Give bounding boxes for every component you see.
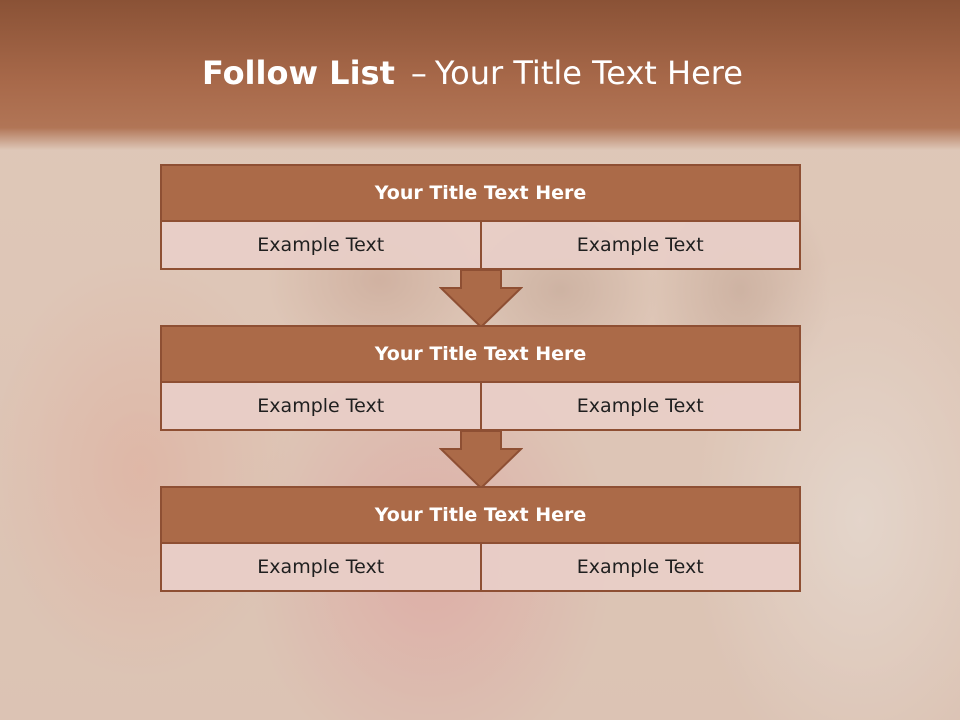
title-rest: Your Title Text Here [434, 54, 743, 92]
title-bold: Follow List [202, 54, 395, 92]
step-row: Example Text Example Text [162, 544, 799, 590]
step-box-1: Your Title Text Here Example Text Exampl… [160, 164, 801, 270]
down-arrow-icon [439, 270, 523, 328]
step-title: Your Title Text Here [162, 166, 799, 222]
step-box-3: Your Title Text Here Example Text Exampl… [160, 486, 801, 592]
down-arrow-icon [439, 431, 523, 489]
step-row: Example Text Example Text [162, 222, 799, 268]
step-title: Your Title Text Here [162, 488, 799, 544]
step-cell-left: Example Text [162, 383, 480, 429]
step-cell-right: Example Text [479, 383, 799, 429]
step-cell-right: Example Text [479, 222, 799, 268]
slide-title: Follow List–Your Title Text Here [202, 54, 743, 98]
step-row: Example Text Example Text [162, 383, 799, 429]
step-cell-right: Example Text [479, 544, 799, 590]
header-band [0, 0, 960, 150]
title-separator: – [410, 54, 427, 92]
step-cell-left: Example Text [162, 544, 480, 590]
step-title: Your Title Text Here [162, 327, 799, 383]
step-cell-left: Example Text [162, 222, 480, 268]
step-box-2: Your Title Text Here Example Text Exampl… [160, 325, 801, 431]
